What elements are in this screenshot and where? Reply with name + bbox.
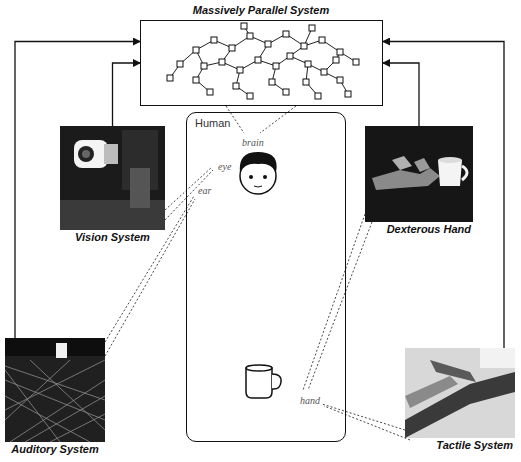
dexterous-hand: Dexterous Hand <box>365 126 473 237</box>
leader-lines <box>105 106 410 440</box>
photo-caption: Tactile System <box>436 439 513 451</box>
parallel-system-box: Massively Parallel System <box>140 20 383 106</box>
human-box: Human brain eye ear hand <box>186 112 346 442</box>
body-part-label: brain <box>241 137 265 148</box>
photo-caption: Auditory System <box>11 443 98 455</box>
box-title: Human <box>195 117 230 129</box>
body-part-label: hand <box>299 395 321 406</box>
auditory-photo <box>5 338 105 442</box>
signal-arrow <box>383 42 504 349</box>
vision-photo <box>60 126 165 230</box>
photo-caption: Dexterous Hand <box>387 223 471 235</box>
tactile-photo <box>405 348 515 438</box>
auditory-system: Auditory System <box>5 338 105 457</box>
box-heading: Massively Parallel System <box>193 4 329 16</box>
tactile-system: Tactile System <box>405 348 515 453</box>
body-part-label: eye <box>217 161 232 172</box>
mug-icon <box>246 365 281 398</box>
signal-arrow <box>113 63 141 126</box>
signal-arrow <box>15 42 140 339</box>
body-part-label: ear <box>197 185 212 196</box>
hand-photo <box>365 126 473 222</box>
network-nodes <box>167 23 359 99</box>
photo-caption: Vision System <box>75 231 150 243</box>
vision-system: Vision System <box>60 126 165 245</box>
face-icon <box>240 152 277 194</box>
network-graph <box>170 26 356 96</box>
signal-arrow <box>383 63 419 126</box>
